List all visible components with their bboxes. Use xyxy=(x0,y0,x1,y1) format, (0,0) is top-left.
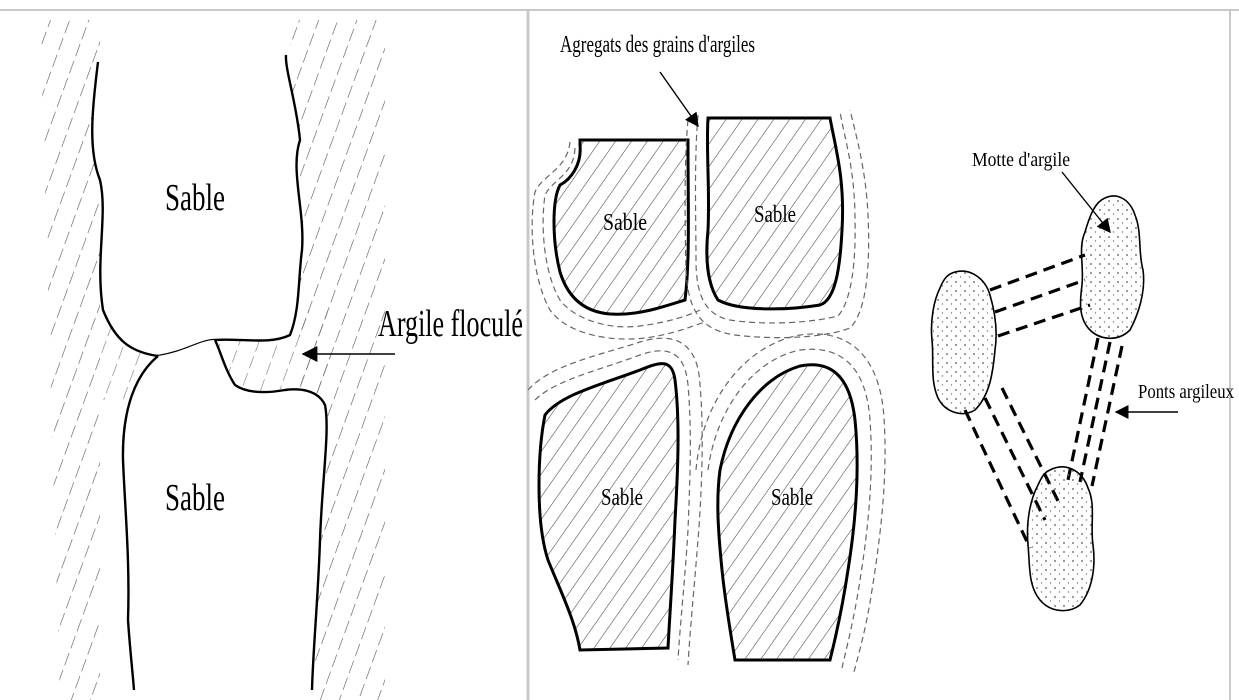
clay-clump-label: Motte d'argile xyxy=(972,149,1070,171)
sand-label-2a: Sable xyxy=(603,210,647,236)
clay-bridges-label: Ponts argileux xyxy=(1138,381,1234,403)
sand-label-2c: Sable xyxy=(601,485,643,511)
clay-clump-top xyxy=(1080,196,1143,338)
sand-label-bottom: Sable xyxy=(165,477,225,519)
clay-flocculated-label: Argile floculé xyxy=(378,303,523,345)
aggregate-label: Agregats des grains d'argiles xyxy=(560,32,755,58)
clay-clump-left xyxy=(931,271,996,413)
sand-label-top: Sable xyxy=(165,177,225,219)
sand-label-2d: Sable xyxy=(771,485,813,511)
sand-label-2b: Sable xyxy=(754,202,796,228)
clay-clump-bottom xyxy=(1027,467,1093,611)
